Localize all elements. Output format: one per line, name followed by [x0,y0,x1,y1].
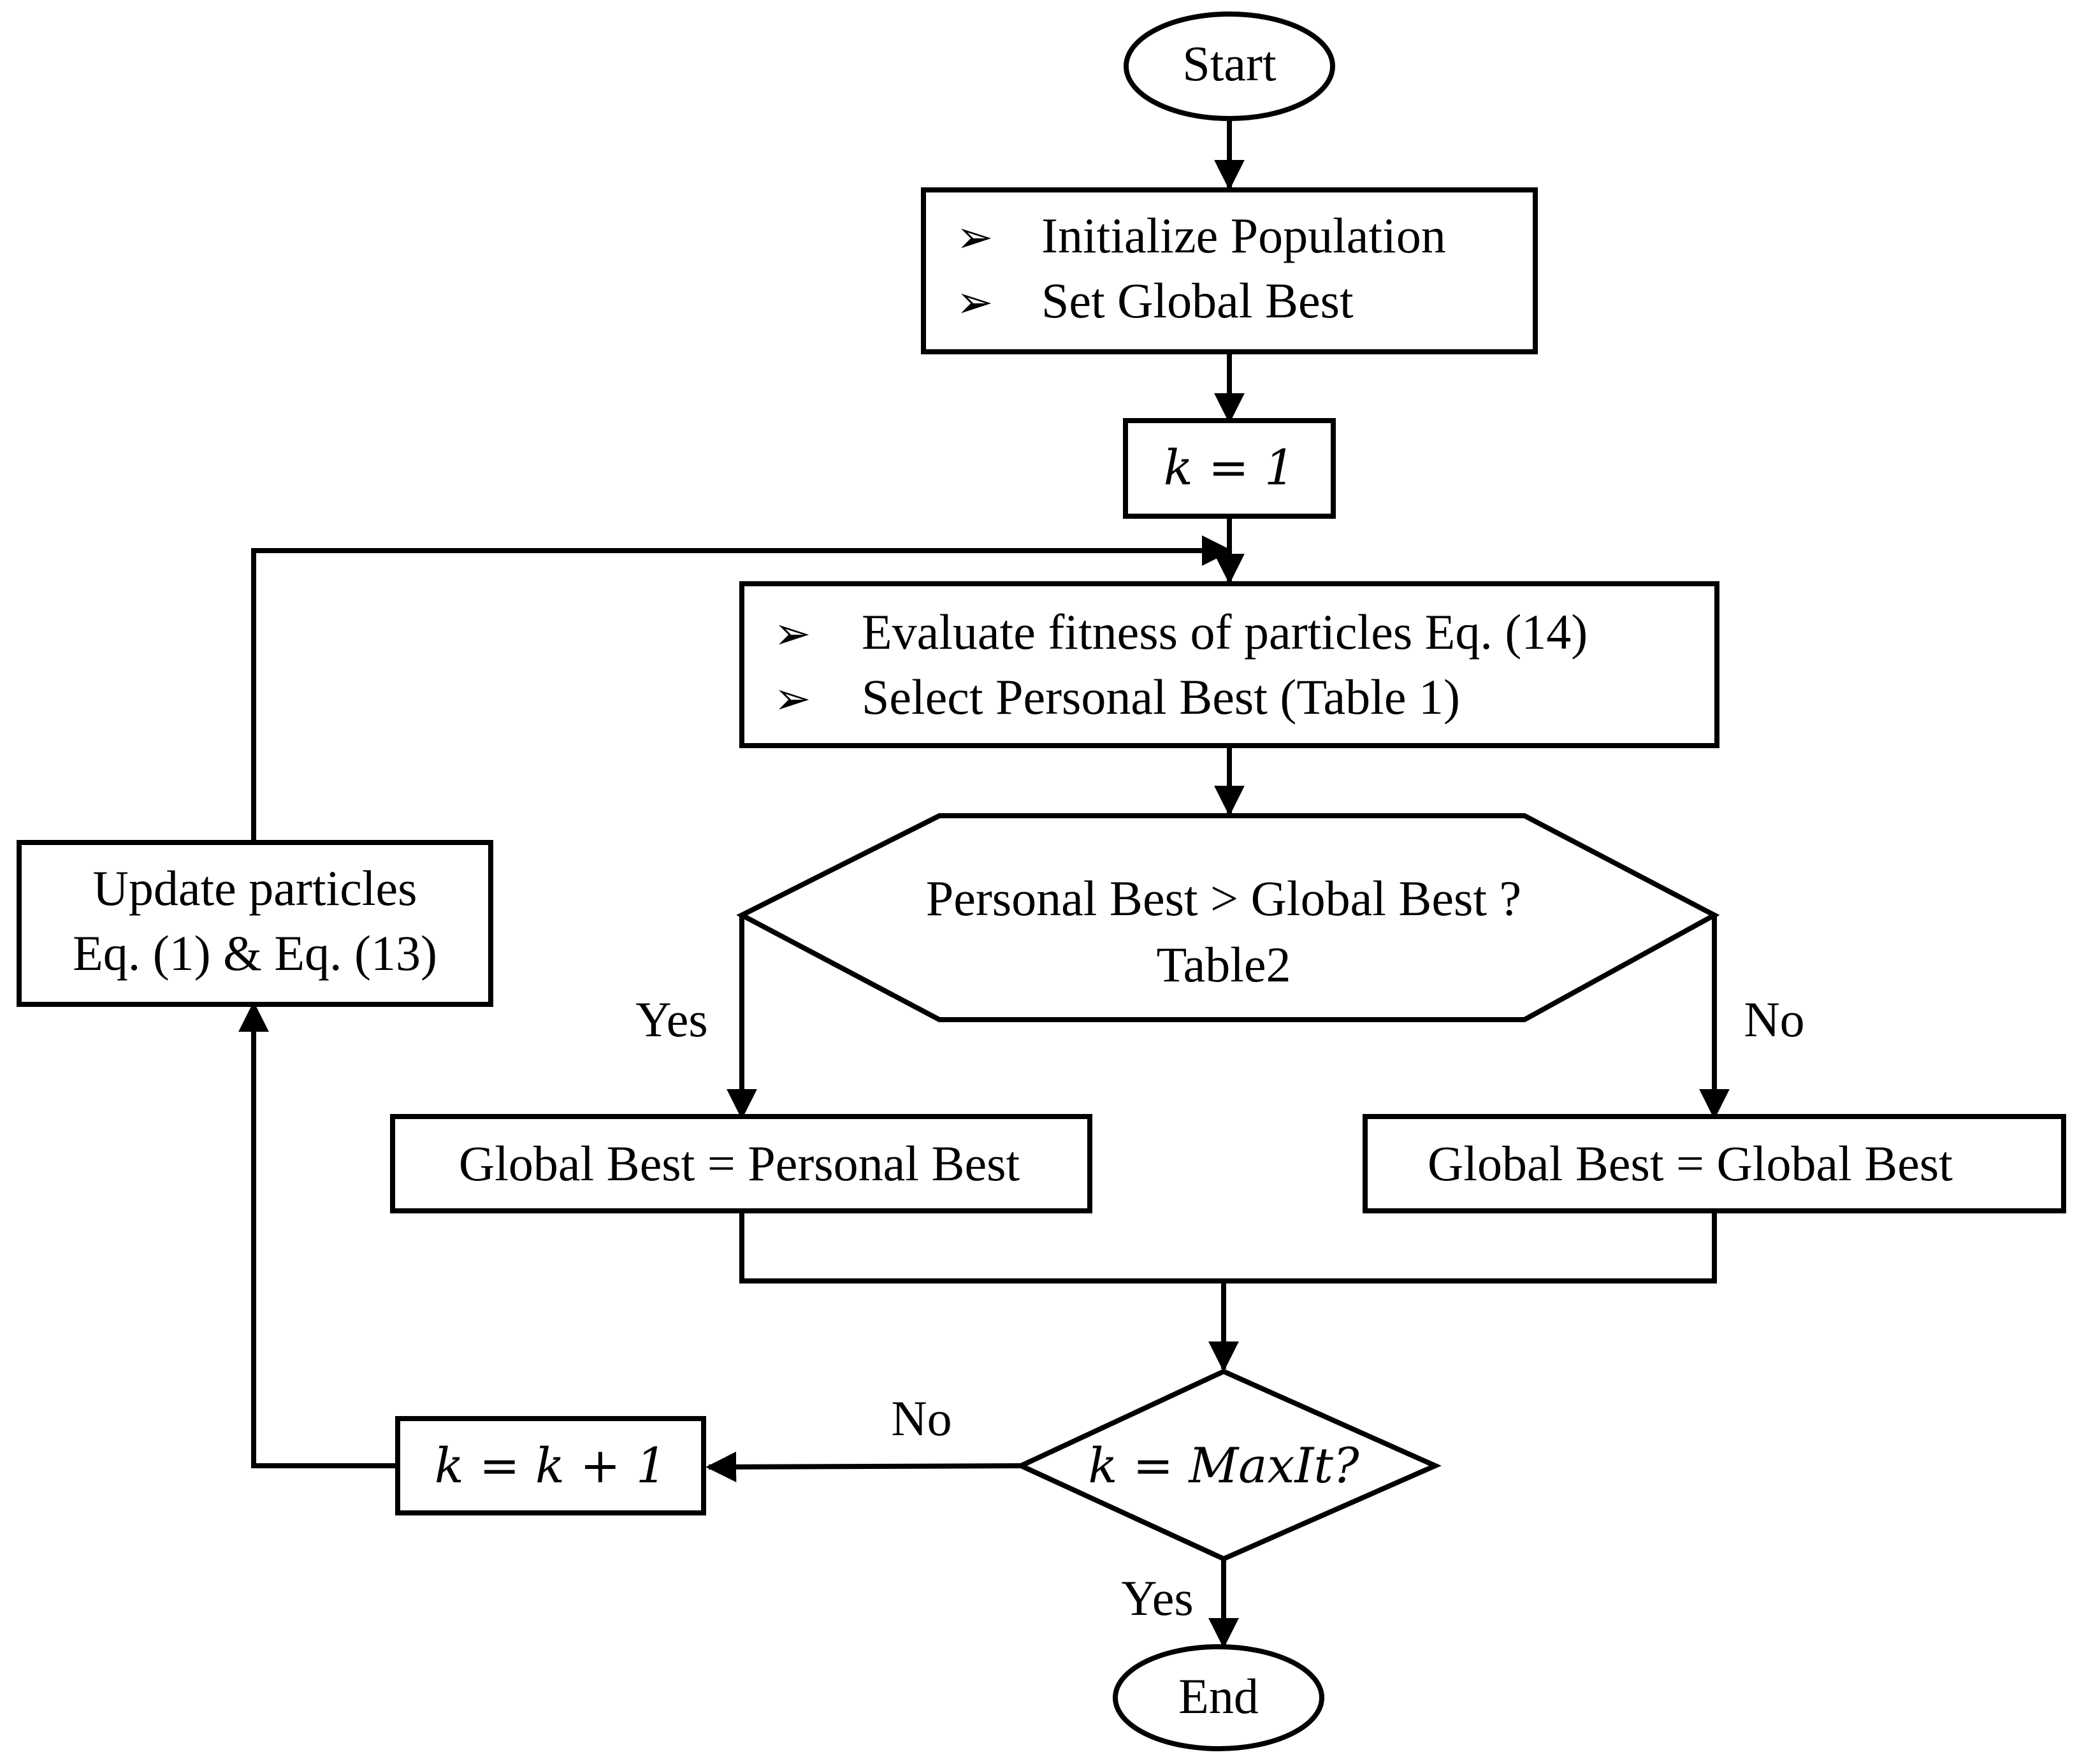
end-terminal: End [1113,1644,1324,1751]
init-line-1: Initialize Population [1041,208,1446,263]
bullet-icon: ➢ [956,276,994,328]
arrow-update-loop-back [251,535,1233,842]
evaluate-process: ➢ Evaluate fitness of particles Eq. (14)… [739,581,1719,748]
update-particles-process: Update particles Eq. (1) & Eq. (13) [17,840,493,1007]
start-label: Start [1182,36,1277,91]
bullet-icon: ➢ [956,211,994,263]
arrow-kinc-to-update [238,1001,398,1468]
gb-pb-label: Global Best = Personal Best [459,1136,1020,1191]
decision1-line-2: Table2 [1156,937,1291,992]
init-line-2: Set Global Best [1041,273,1354,328]
update-line-2: Eq. (1) & Eq. (13) [73,925,437,981]
gb-equals-pb-process: Global Best = Personal Best [390,1114,1092,1213]
connectors [238,119,1730,1649]
k-init-label: k = 1 [1164,439,1295,496]
k-increment-process: k = k + 1 [395,1416,706,1515]
decision2-yes-label: Yes [1121,1570,1194,1626]
evaluate-line-1: Evaluate fitness of particles Eq. (14) [862,604,1588,660]
decision2-no-label: No [891,1391,952,1446]
bullet-icon: ➢ [774,672,811,725]
decision-max-iterations: k = MaxIt? [1015,1368,1442,1562]
k-init-process: k = 1 [1123,418,1336,519]
end-label: End [1178,1668,1259,1724]
evaluate-line-2: Select Personal Best (Table 1) [862,669,1460,725]
decision1-yes-label: Yes [635,992,708,1047]
arrow-decision2-no [706,1451,1022,1482]
gb-gb-label: Global Best = Global Best [1428,1136,1953,1191]
decision-personal-vs-global: Personal Best > Global Best ? Table2 [736,813,1720,1022]
decision1-no-label: No [1744,992,1804,1047]
decision1-line-1: Personal Best > Global Best ? [926,871,1521,926]
initialize-process: ➢ Initialize Population ➢ Set Global Bes… [921,187,1538,354]
merge-gbgb-down [1224,1211,1717,1283]
start-terminal: Start [1124,11,1335,121]
update-line-1: Update particles [93,860,417,916]
merge-gbpb-down [739,1211,1224,1283]
gb-equals-gb-process: Global Best = Global Best [1363,1114,2066,1213]
k-increment-label: k = k + 1 [435,1437,667,1494]
bullet-icon: ➢ [774,607,811,660]
decision2-label: k = MaxIt? [1088,1437,1360,1494]
